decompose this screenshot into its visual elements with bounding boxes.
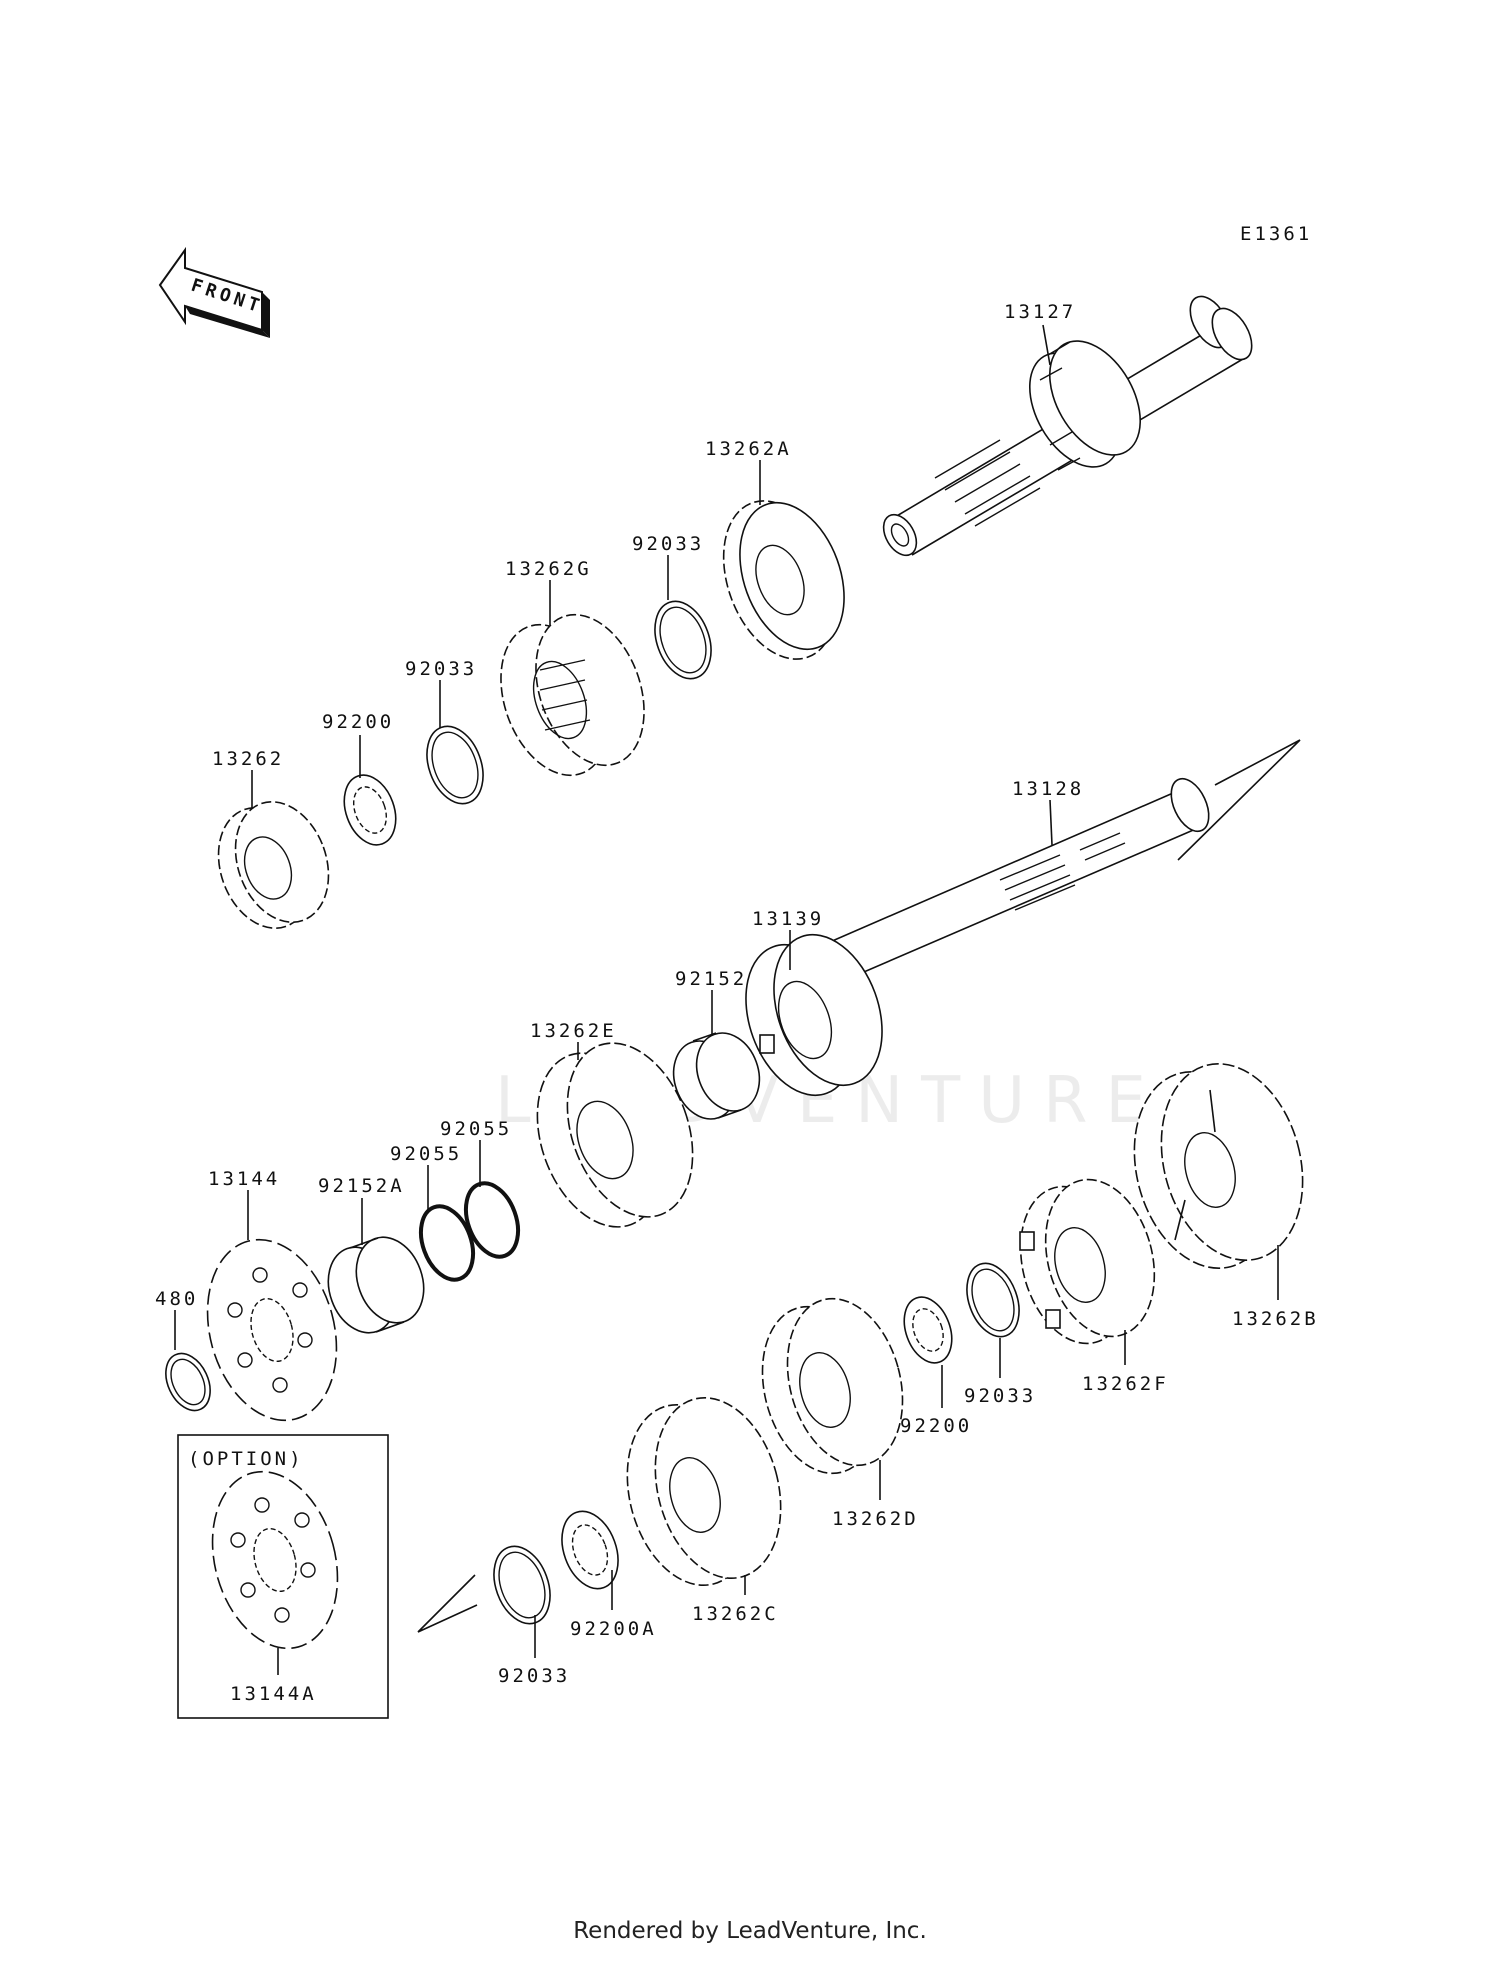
label-13262g: 13262G (505, 558, 592, 580)
o-ring-92055-b (463, 1181, 521, 1259)
label-13144: 13144 (208, 1168, 280, 1190)
shaft-13127 (882, 295, 1253, 557)
label-92055-b: 92055 (440, 1118, 512, 1140)
label-92033-a: 92033 (632, 533, 704, 555)
gear-13262c (626, 1396, 782, 1587)
label-13262e: 13262E (530, 1020, 617, 1042)
label-92055-a: 92055 (390, 1143, 462, 1165)
label-92033-b: 92033 (405, 658, 477, 680)
collar-92152a (327, 1236, 425, 1334)
washer-92200a (561, 1510, 619, 1590)
snap-ring-480 (165, 1352, 211, 1412)
snap-ring-92033-b (426, 725, 484, 805)
gear-13262f (1019, 1178, 1156, 1345)
snap-ring-92033-c (966, 1262, 1020, 1338)
label-13262c: 13262C (692, 1603, 779, 1625)
o-ring-92055-a (418, 1204, 476, 1282)
label-13139: 13139 (752, 908, 824, 930)
snap-ring-92033-a (654, 600, 712, 680)
label-92152a: 92152A (318, 1175, 405, 1197)
front-arrow-icon: FRONT (158, 246, 270, 338)
label-92033-d: 92033 (498, 1665, 570, 1687)
gear-13262 (217, 801, 330, 929)
label-13262f: 13262F (1082, 1373, 1169, 1395)
gear-13262b (1133, 1063, 1304, 1269)
label-92200a: 92200A (570, 1618, 657, 1640)
gear-13139 (745, 933, 883, 1097)
option-label: (OPTION) (188, 1448, 304, 1470)
label-480: 480 (155, 1288, 198, 1310)
label-92152: 92152 (675, 968, 747, 990)
option-box: (OPTION) 13144A (177, 1434, 389, 1719)
label-13144a: 13144A (230, 1683, 317, 1705)
gear-13262d (761, 1297, 904, 1475)
sprocket-13144 (206, 1238, 338, 1422)
footer-credit: Rendered by LeadVenture, Inc. (573, 1918, 927, 1944)
sprocket-13144a (211, 1470, 339, 1650)
label-92200-b: 92200 (900, 1415, 972, 1437)
snap-ring-92033-d (493, 1545, 551, 1625)
label-13262: 13262 (212, 748, 284, 770)
label-13262d: 13262D (832, 1508, 919, 1530)
washer-92200-a (343, 774, 397, 846)
diagram-code: E1361 (1240, 223, 1312, 245)
label-92033-c: 92033 (964, 1385, 1036, 1407)
collar-92152 (672, 1032, 761, 1120)
label-13262a: 13262A (705, 438, 792, 460)
label-92200-a: 92200 (322, 711, 394, 733)
gear-13262e (536, 1042, 694, 1228)
gear-13262a (722, 500, 845, 660)
label-13127: 13127 (1004, 301, 1076, 323)
label-13128: 13128 (1012, 778, 1084, 800)
washer-92200-b (903, 1296, 953, 1364)
gear-13262g (500, 613, 645, 777)
label-13262b: 13262B (1232, 1308, 1319, 1330)
